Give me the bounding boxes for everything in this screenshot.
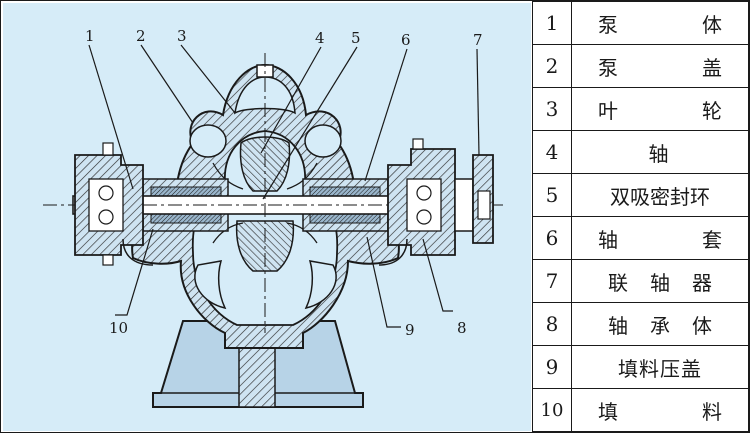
part-name: 双吸密封环 (571, 173, 749, 217)
part-name: 填料压盖 (571, 345, 749, 389)
part-number: 1 (532, 1, 572, 45)
part-name: 填 料 (571, 388, 749, 432)
part-number: 7 (532, 259, 572, 303)
left-bearing-housing (74, 142, 154, 266)
table-row: 2 泵 盖 (532, 44, 749, 88)
callout-label: 1 (85, 27, 95, 45)
part-name: 叶 轮 (571, 87, 749, 131)
table-row: 5 双吸密封环 (532, 173, 749, 217)
table-row: 3 叶 轮 (532, 87, 749, 131)
part-name: 联轴器 (571, 259, 749, 303)
table-row: 10 填 料 (532, 388, 749, 432)
part-name: 轴承体 (571, 302, 749, 346)
part-number: 6 (532, 216, 572, 260)
callout-label: 4 (315, 29, 325, 47)
parts-list-table: 1 泵 体 2 泵 盖 3 叶 轮 4 轴 5 双吸密封环 6 轴 (532, 1, 749, 432)
callout-label: 3 (177, 27, 187, 45)
table-row: 6 轴 套 (532, 216, 749, 260)
part-number: 5 (532, 173, 572, 217)
leader-lines (88, 44, 480, 328)
callout-label: 8 (457, 319, 467, 337)
part-number: 8 (532, 302, 572, 346)
callout-label: 7 (473, 31, 483, 49)
callout-label: 5 (351, 29, 361, 47)
part-name: 泵 盖 (571, 44, 749, 88)
table-row: 1 泵 体 (532, 1, 749, 45)
table-row: 8 轴承体 (532, 302, 749, 346)
callout-label: 2 (136, 27, 146, 45)
coupling (454, 154, 494, 244)
part-name: 泵 体 (571, 1, 749, 45)
part-number: 3 (532, 87, 572, 131)
right-bearing-housing (378, 138, 456, 266)
part-number: 10 (532, 388, 572, 432)
callout-label: 6 (401, 31, 411, 49)
part-number: 4 (532, 130, 572, 174)
callout-label: 9 (405, 321, 415, 339)
part-name: 轴 套 (571, 216, 749, 260)
callout-label: 10 (109, 319, 128, 337)
part-number: 2 (532, 44, 572, 88)
pump-cross-section-drawing: 1 2 3 4 5 6 7 8 9 10 (3, 3, 531, 431)
part-name: 轴 (571, 130, 749, 174)
pump-section-svg: 1 2 3 4 5 6 7 8 9 10 (43, 27, 503, 408)
table-row: 9 填料压盖 (532, 345, 749, 389)
part-number: 9 (532, 345, 572, 389)
table-row: 4 轴 (532, 130, 749, 174)
table-row: 7 联轴器 (532, 259, 749, 303)
pump-base (152, 320, 364, 408)
callout-labels: 1 2 3 4 5 6 7 8 9 10 (85, 27, 483, 339)
